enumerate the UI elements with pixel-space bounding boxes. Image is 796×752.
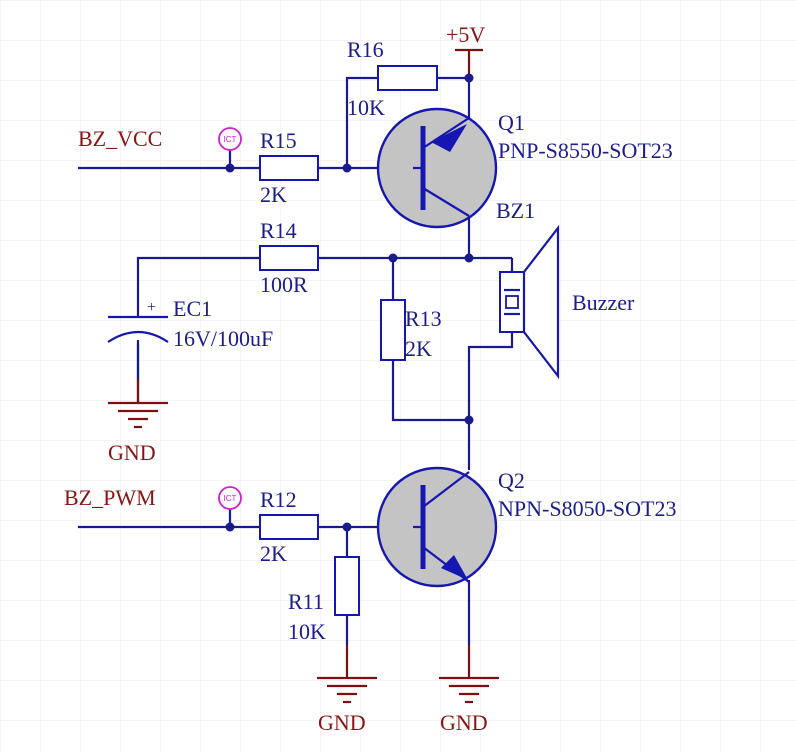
r14-value: 100R [260,272,308,297]
gnd-label-q2: GND [440,710,488,735]
net-label-bz-vcc: BZ_VCC [78,126,162,151]
r15-ref: R15 [260,128,297,153]
ec1-ref: EC1 [173,296,212,321]
r12-value: 2K [260,541,287,566]
r11-ref: R11 [288,589,324,614]
junctions [225,73,474,532]
resistor-r15 [259,155,319,181]
bz1-value: Buzzer [572,290,635,315]
gnd-label-r11: GND [318,710,366,735]
test-point-bz-pwm: ICT [218,486,242,524]
q2-ref: Q2 [498,468,525,493]
gnd-symbol-r11 [317,676,377,704]
resistor-r14 [259,245,319,271]
r15-value: 2K [260,182,287,207]
r11-value: 10K [288,619,326,644]
q1-ref: Q1 [498,110,525,135]
svg-text:ICT: ICT [224,494,237,503]
ec1-value: 16V/100uF [173,326,273,351]
r13-ref: R13 [405,306,442,331]
transistor-q1 [376,107,498,229]
capacitor-ec1 [107,315,169,380]
q1-value: PNP-S8550-SOT23 [498,138,673,163]
r16-ref: R16 [347,37,384,62]
transistor-q2 [376,466,498,588]
gnd-label-ec1: GND [108,440,156,465]
net-label-bz-pwm: BZ_PWM [64,485,156,510]
ec1-polarity: + [147,299,156,316]
resistor-r13 [380,299,406,361]
resistor-r12 [259,514,319,540]
vcc-label: +5V [446,22,485,47]
r14-ref: R14 [260,218,297,243]
gnd-symbol-q2 [439,676,499,704]
r16-value: 10K [347,95,385,120]
gnd-symbol-ec1 [108,401,168,429]
q2-value: NPN-S8050-SOT23 [498,496,676,521]
resistor-r16 [377,65,438,91]
buzzer-bz1 [499,224,560,380]
svg-text:ICT: ICT [224,135,237,144]
test-point-bz-vcc: ICT [218,127,242,165]
r13-value: 2K [405,336,432,361]
bz1-ref: BZ1 [496,198,535,223]
r12-ref: R12 [260,487,297,512]
resistor-r11 [334,556,360,616]
